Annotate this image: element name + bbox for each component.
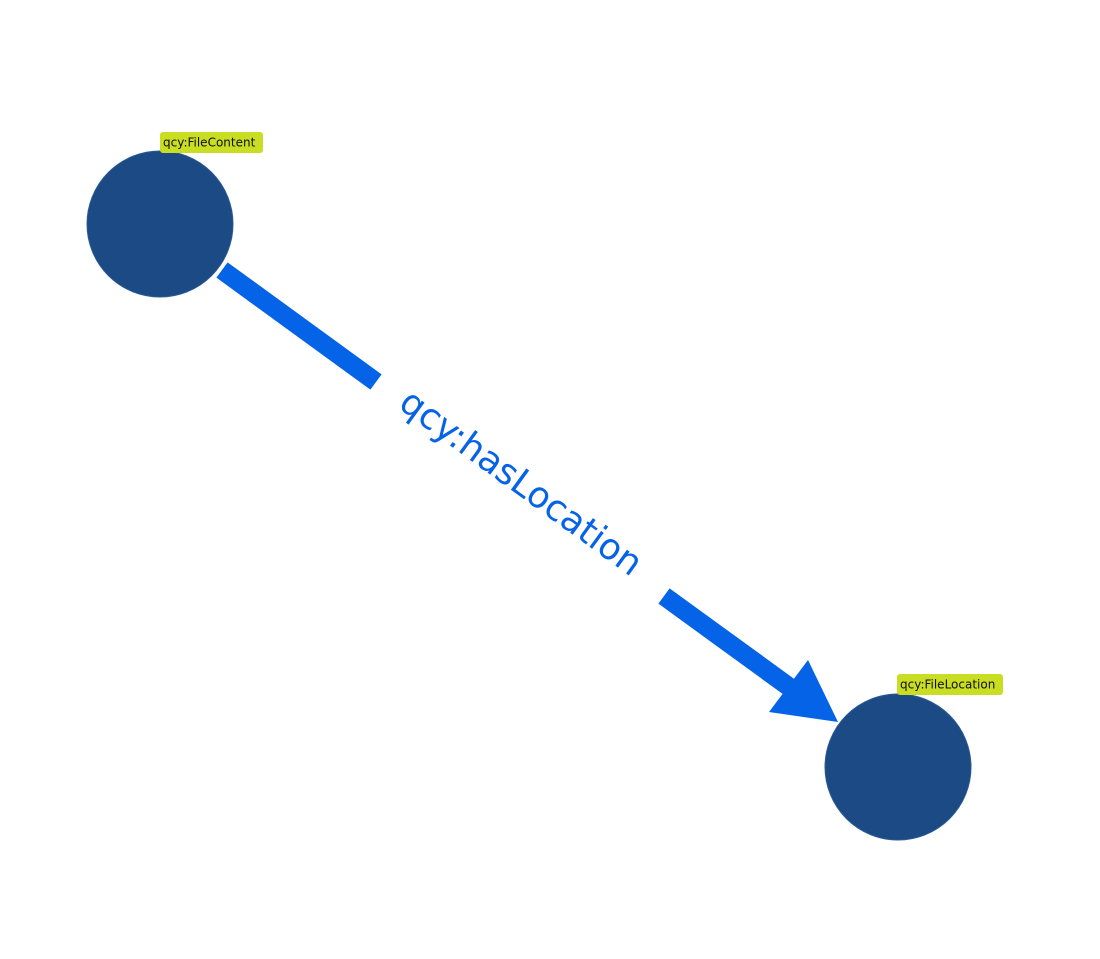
edge-shaft-start — [216, 262, 382, 390]
node-label-badge — [897, 674, 1003, 695]
node-circle[interactable] — [824, 693, 972, 841]
arrowhead-icon — [769, 660, 838, 722]
node-label: qcy:FileContent — [163, 136, 256, 150]
node-file-location[interactable]: qcy:FileLocation — [824, 674, 1003, 841]
node-label: qcy:FileLocation — [900, 678, 995, 692]
node-circle[interactable] — [86, 150, 234, 298]
edge-label[interactable]: qcy:hasLocation — [392, 381, 650, 584]
edge-shaft-end — [658, 588, 798, 697]
node-label-badge — [160, 132, 263, 153]
node-file-content[interactable]: qcy:FileContent — [86, 132, 263, 298]
edge-has-location[interactable]: qcy:hasLocation — [216, 262, 838, 722]
